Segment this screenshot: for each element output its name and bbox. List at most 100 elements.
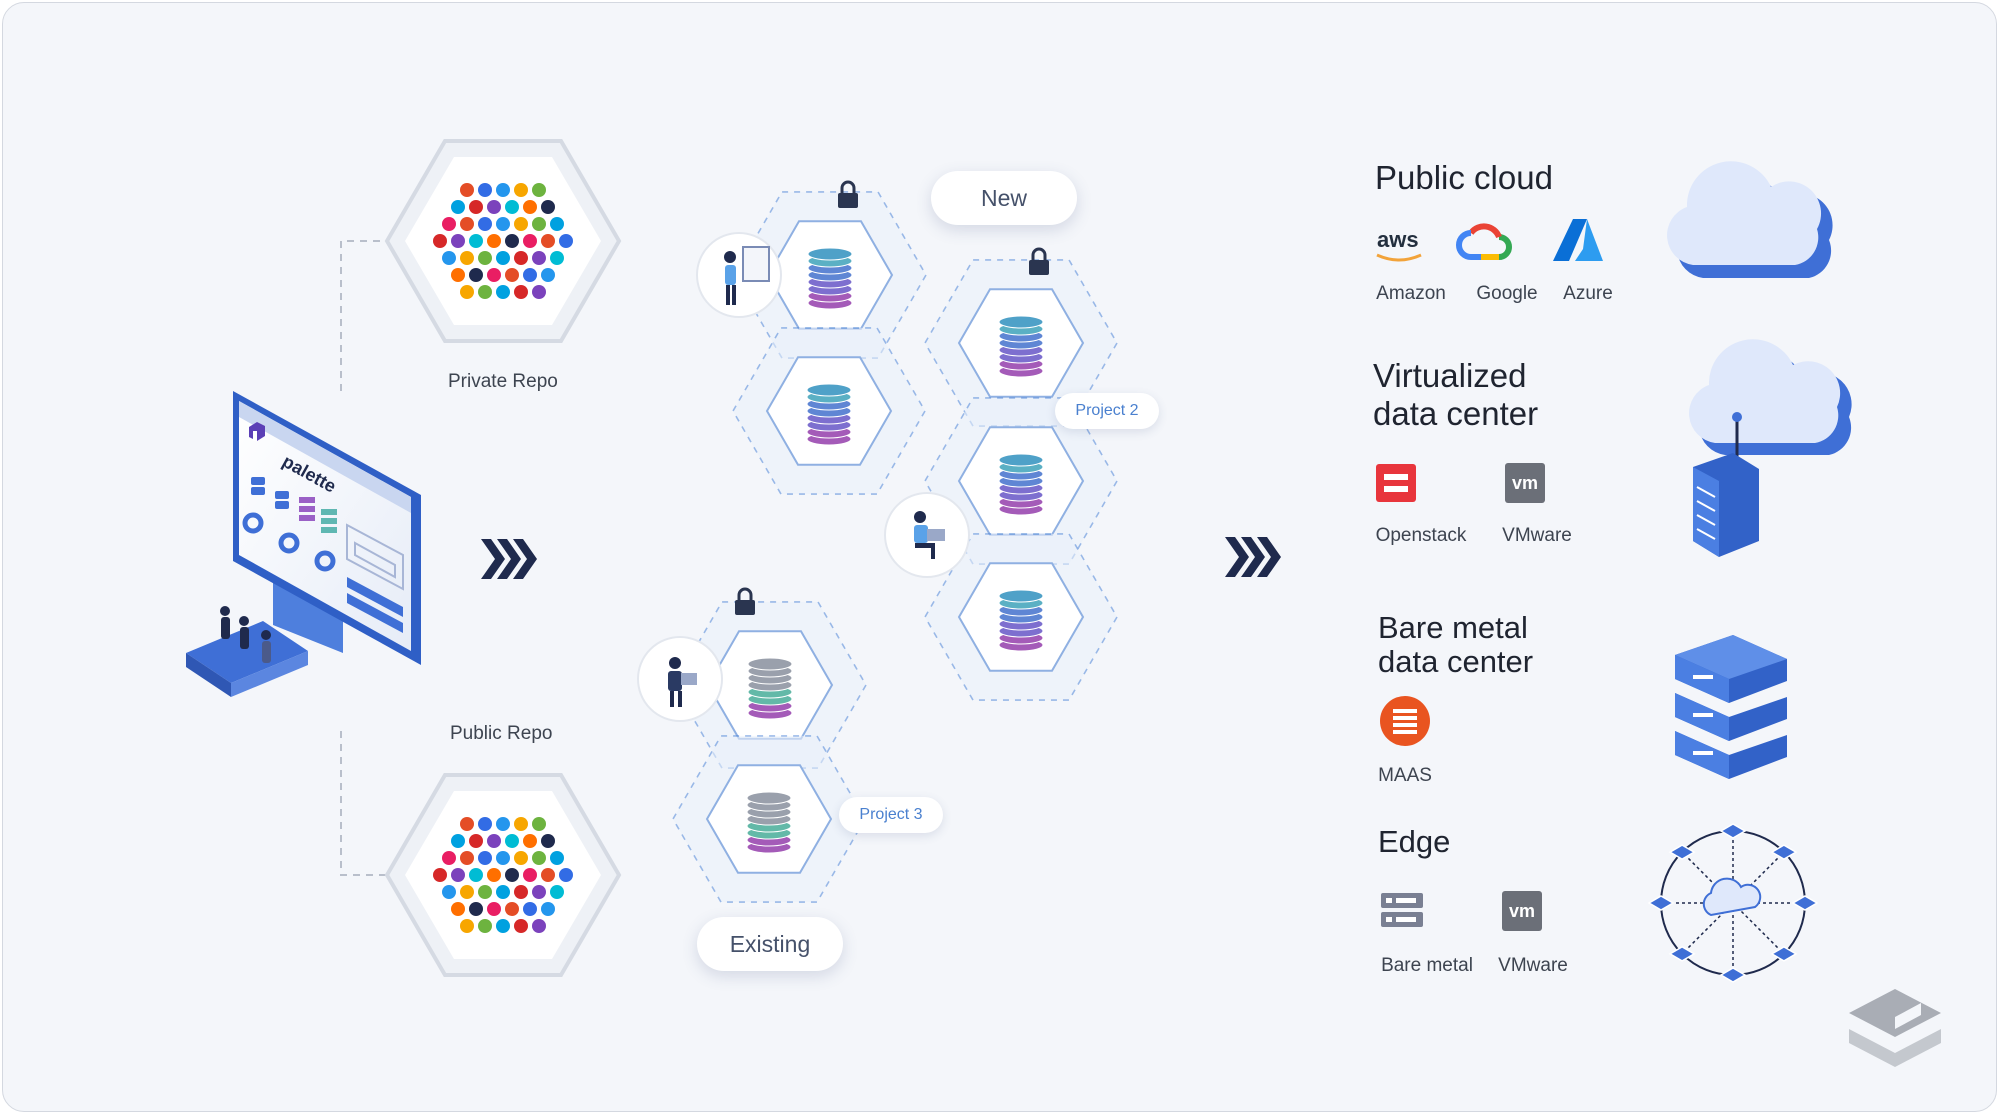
integration-logo-icon [541,268,555,282]
integration-logo-icon [469,268,483,282]
target-title-edge: Edge [1378,824,1451,859]
integration-logo-icon [478,919,492,933]
edge-network-icon [1647,823,1819,983]
cluster-hexagon [924,259,1118,427]
integration-logo-icon [559,868,573,882]
integration-logo-icon [532,851,546,865]
integration-logo-icon [451,268,465,282]
edge-node-icon [1770,844,1798,860]
integration-logo-icon [478,817,492,831]
integration-logo-icon [442,885,456,899]
cluster-hexagon [924,533,1118,701]
integration-logo-icon [478,183,492,197]
integration-logo-icon [460,851,474,865]
integration-logo-icon [550,851,564,865]
integration-logo-icon [478,285,492,299]
cluster-hexagon [924,397,1118,565]
integration-logo-icon [532,885,546,899]
svg-text:aws: aws [1377,227,1419,252]
cluster-hexagon [672,735,866,903]
diagram-artwork: palette [186,139,1941,1067]
integration-logo-icon [469,902,483,916]
integration-logo-icon [514,183,528,197]
integration-logo-icon [496,817,510,831]
integration-logo-icon [460,183,474,197]
integration-logo-icon [505,868,519,882]
integration-logo-icon [451,200,465,214]
integration-logo-icon [505,268,519,282]
integration-logo-icon [523,234,537,248]
integration-logo-icon [487,234,501,248]
integration-logo-icon [487,834,501,848]
integration-logo-icon [559,234,573,248]
target-title-bare-metal: Bare metal data center [1378,610,1534,679]
cloud-icon [1667,161,1833,278]
repo-integration-icons [433,183,573,933]
cluster-hexagon [732,327,926,495]
integration-logo-icon [496,919,510,933]
project-3-tag: Project 3 [839,797,943,833]
integration-logo-icon [433,868,447,882]
lock-icon [1029,247,1049,275]
private-repo-hexagon [384,139,622,343]
integration-logo-icon [541,902,555,916]
spectro-logo-icon [1849,989,1941,1067]
server-stack-icon [1675,635,1787,779]
integration-logo-icon [442,217,456,231]
svg-text:vm: vm [1509,901,1535,921]
private-repo-label: Private Repo [448,371,558,392]
integration-logo-icon [469,200,483,214]
aws-logo-icon: aws [1376,227,1422,262]
database-stack-icon [998,589,1044,652]
integration-logo-icon [514,817,528,831]
integration-logo-icon [541,234,555,248]
vmware-logo-icon: vm [1505,463,1545,503]
edge-node-icon [1668,946,1696,962]
integration-logo-icon [478,851,492,865]
integration-logo-icon [505,902,519,916]
integration-logo-icon [487,200,501,214]
database-stack-icon [746,791,792,854]
maas-logo-icon [1380,696,1430,746]
integration-logo-icon [496,885,510,899]
integration-logo-icon [505,200,519,214]
integration-logo-icon [460,285,474,299]
integration-logo-icon [451,234,465,248]
integration-logo-icon [487,902,501,916]
integration-logo-icon [442,251,456,265]
cluster-hexagon [673,601,867,769]
lock-icon [735,587,755,615]
existing-clusters-pill: Existing [697,917,843,971]
google-cloud-icon [1456,223,1512,260]
integration-logo-icon [496,851,510,865]
integration-logo-icon [496,217,510,231]
target-title-public-cloud: Public cloud [1375,159,1553,196]
integration-logo-icon [460,217,474,231]
cluster-hexagons [672,191,1118,903]
edge-node-icon [1719,823,1747,839]
flow-arrow-left [481,539,537,579]
integration-logo-icon [541,834,555,848]
openstack-logo-icon [1376,464,1416,502]
public-repo-label: Public Repo [450,723,553,744]
svg-text:vm: vm [1512,473,1538,493]
provider-label-maas: MAAS [1378,765,1432,786]
integration-logo-icon [505,234,519,248]
integration-logo-icon [550,251,564,265]
bare-metal-icon [1381,893,1423,927]
database-stack-icon [807,247,853,310]
integration-logo-icon [433,234,447,248]
integration-logo-icon [523,834,537,848]
integration-logo-icon [451,834,465,848]
repo-connector-lines [340,240,395,876]
integration-logo-icon [460,251,474,265]
integration-logo-icon [487,868,501,882]
integration-logo-icon [532,285,546,299]
provider-label-azure: Azure [1563,283,1613,304]
new-clusters-pill: New [931,171,1077,225]
integration-logo-icon [532,217,546,231]
integration-logo-icon [514,285,528,299]
integration-logo-icon [532,919,546,933]
integration-logo-icon [550,217,564,231]
integration-logo-icon [469,234,483,248]
